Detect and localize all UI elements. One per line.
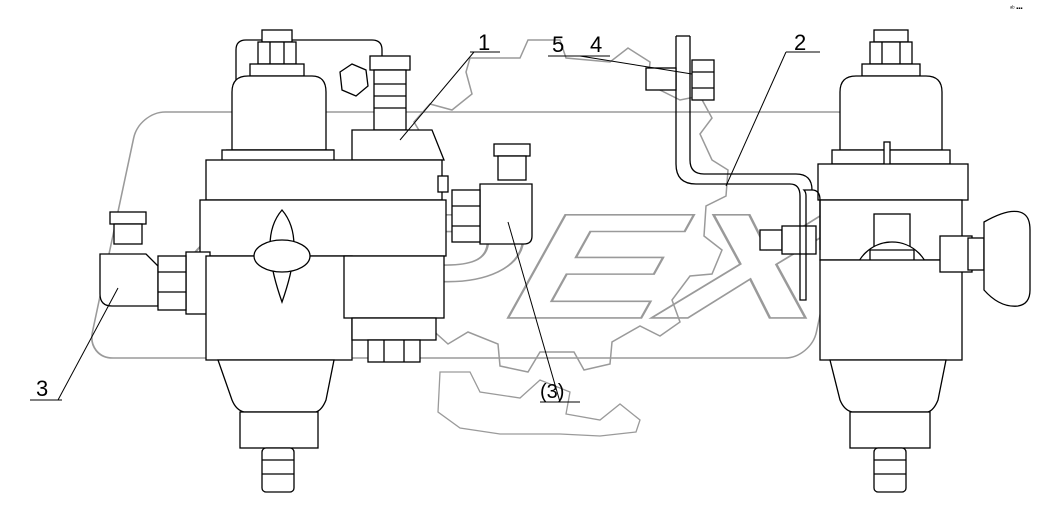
right-side-bolt — [781, 225, 817, 255]
right-bottom-neck — [849, 411, 931, 449]
right-knob — [983, 210, 1031, 307]
callout-1: 1 — [478, 30, 490, 55]
callout-5: 5 — [552, 32, 564, 57]
right-knob-stem — [939, 235, 973, 273]
callout-4: 4 — [590, 32, 602, 57]
left-top-hex-nut — [257, 41, 297, 65]
left-stem — [373, 69, 407, 131]
right-elbow-fitting — [479, 183, 533, 245]
left-upper-body — [205, 159, 443, 201]
left-elbow-fitting — [99, 253, 159, 307]
left-bottom-nut — [367, 339, 421, 363]
bracket-inner-line — [689, 36, 813, 191]
right-elbow-fitting-top — [493, 143, 531, 157]
left-regulator-assembly — [99, 29, 533, 493]
right-dome-cap — [839, 75, 943, 151]
left-bottom-taper — [217, 359, 335, 413]
callout-3-ref: (3) — [540, 381, 564, 403]
left-top-collar — [249, 63, 305, 77]
left-body-side-lug — [437, 175, 449, 193]
left-actuator-housing — [351, 129, 445, 161]
left-side-hex-nut — [339, 63, 369, 97]
right-side-plug — [759, 229, 783, 251]
left-elbow-fitting-top — [109, 211, 147, 225]
callout-2: 2 — [794, 30, 806, 55]
right-top-hex-nut — [869, 41, 913, 65]
left-bottom-neck — [239, 411, 319, 449]
bracket — [645, 35, 821, 301]
left-elbow-nut — [157, 255, 187, 311]
left-top-wire-loop — [235, 39, 383, 80]
right-regulator-assembly — [759, 29, 1031, 493]
left-stem-nut — [369, 55, 411, 71]
left-dome-cap — [231, 75, 327, 151]
right-top-cap — [873, 29, 909, 43]
right-lower-body — [819, 259, 963, 361]
right-bottom-taper — [829, 359, 947, 413]
corner-mark: ᵃᵇ ▪▪▪ — [1010, 5, 1023, 12]
left-bottom-spout — [261, 447, 295, 493]
watermark-gear-lower — [437, 371, 641, 437]
right-upper-body — [817, 163, 969, 201]
bolt-shank — [645, 67, 677, 91]
leader-lines — [30, 51, 820, 403]
bolt-head — [691, 59, 715, 101]
left-main-body — [199, 199, 447, 257]
right-elbow-nut — [451, 189, 481, 243]
left-top-screw — [261, 29, 293, 43]
bracket-strap — [675, 36, 821, 301]
left-lower-right-housing — [343, 255, 445, 319]
right-bottom-spout — [873, 447, 907, 493]
callout-3: 3 — [36, 376, 48, 401]
right-dome-flange — [831, 149, 951, 165]
